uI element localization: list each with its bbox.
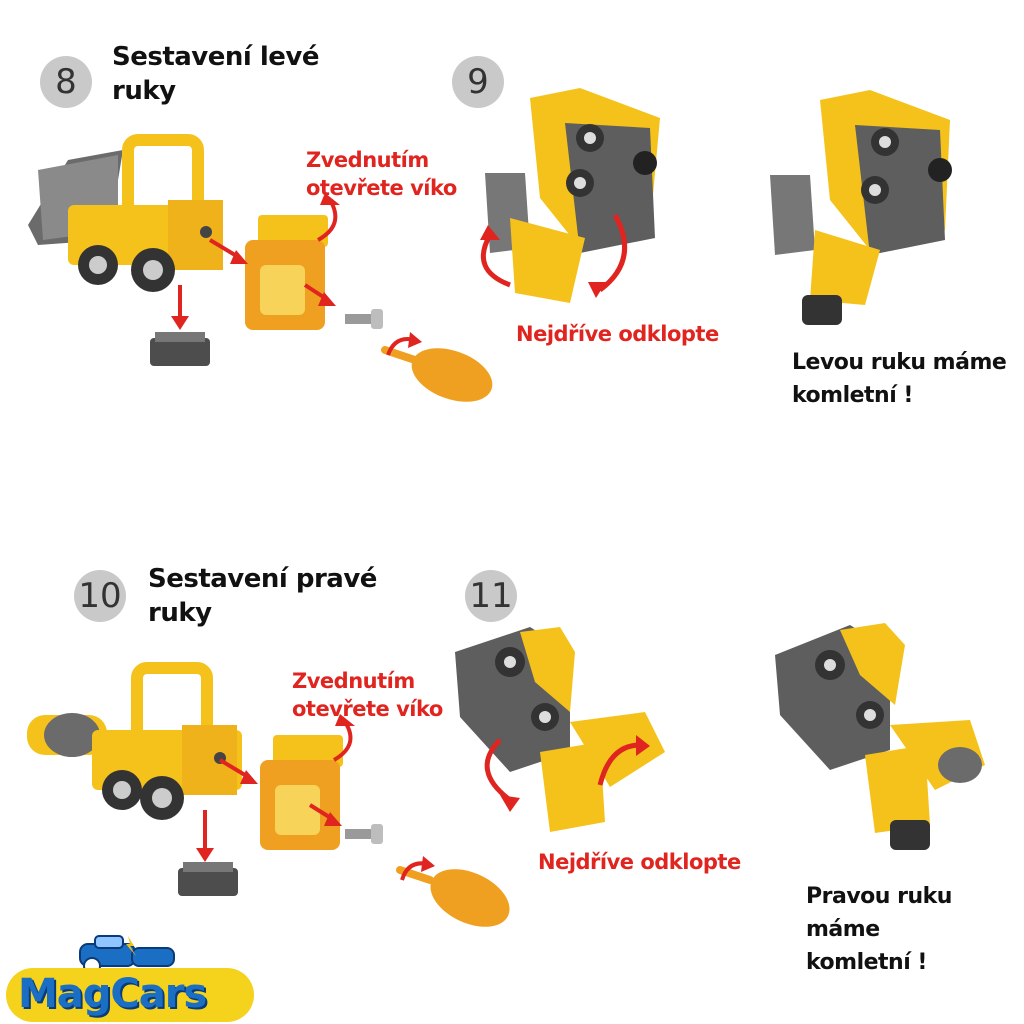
step-10-title: Sestavení pravé ruky <box>148 562 377 630</box>
step-9-flip-label: Nejdříve odklopte <box>516 322 719 346</box>
right-arm-complete-text: Pravou ruku máme komletní ! <box>806 880 1024 979</box>
step-9-arrow-right <box>588 213 628 298</box>
step-10-arrow-down <box>196 810 214 862</box>
step-8-arrow-right <box>208 238 248 264</box>
step-11-badge: 11 <box>465 570 517 622</box>
right-arm-complete-line1: Pravou ruku máme <box>806 884 952 942</box>
step-10-lift-label-line2: otevřete víko <box>292 697 443 721</box>
step-10-arrow-screw <box>308 803 342 826</box>
step-8-arrow-screw <box>303 283 336 306</box>
step-10-screw-illustration <box>345 824 383 844</box>
left-arm-complete-line1: Levou ruku máme <box>792 350 1007 375</box>
left-arm-complete-text: Levou ruku máme komletní ! <box>792 346 1007 412</box>
step-11-arrow-right <box>597 735 650 786</box>
step-10-arrow-right <box>218 758 258 784</box>
step-8-badge: 8 <box>40 56 92 108</box>
step-8-base-block-illustration <box>150 332 210 366</box>
step-10-lift-label: Zvednutím otevřete víko <box>292 667 443 723</box>
step-10-base-block-illustration <box>178 862 238 896</box>
step-11-flip-label: Nejdříve odklopte <box>538 850 741 874</box>
step-10-arrow-lift <box>332 714 355 762</box>
logo-text: MagCars <box>18 971 207 1017</box>
step-8-title: Sestavení levé ruky <box>112 40 320 108</box>
step-10-title-line2: ruky <box>148 598 212 628</box>
magcars-logo: MagCars <box>0 930 260 1024</box>
step-10-title-line1: Sestavení pravé <box>148 564 377 594</box>
left-arm-complete-line2: komletní ! <box>792 383 913 408</box>
step-10-toy-vehicle-illustration <box>27 662 242 820</box>
step-8-arrow-down <box>171 285 189 330</box>
step-8-title-line2: ruky <box>112 76 176 106</box>
step-9-arrow-left <box>480 225 511 288</box>
step-8-lid-part-illustration <box>245 215 328 330</box>
step-9-robot-arm-illustration <box>485 88 660 303</box>
step-8-lift-label-line2: otevřete víko <box>306 176 457 200</box>
step-8-arrow-lift <box>316 193 340 242</box>
step-8-lift-label: Zvednutím otevřete víko <box>306 146 457 202</box>
step-10-arrow-twist <box>400 856 435 881</box>
step-9-badge: 9 <box>452 56 504 108</box>
step-8-title-line1: Sestavení levé <box>112 42 320 72</box>
logo-background-pill <box>6 968 254 1022</box>
step-8-arrow-twist <box>386 332 422 356</box>
step-10-badge: 10 <box>74 570 126 622</box>
step-8-screw-illustration <box>345 309 383 329</box>
step-8-toy-vehicle-illustration <box>28 134 223 292</box>
right-arm-complete-illustration <box>775 623 985 850</box>
right-arm-complete-line2: komletní ! <box>806 950 927 975</box>
left-arm-complete-illustration <box>770 90 952 325</box>
step-11-arrow-left <box>484 738 520 812</box>
step-8-lift-label-line1: Zvednutím <box>306 148 429 172</box>
step-10-lift-label-line1: Zvednutím <box>292 669 415 693</box>
step-10-lid-part-illustration <box>260 735 343 850</box>
